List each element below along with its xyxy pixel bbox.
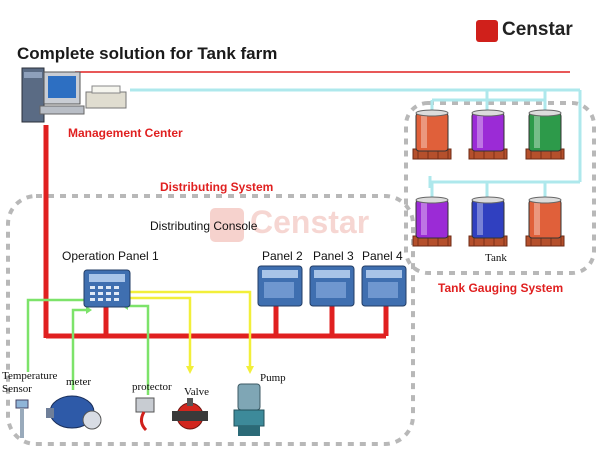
tank-top-2 (468, 109, 508, 160)
protector-label: protector (132, 381, 172, 393)
watermark-text: Censtar (250, 204, 370, 240)
tank-bottom-2 (468, 196, 508, 247)
panel-3 (309, 265, 355, 307)
distributing-console-boundary (6, 194, 415, 446)
tanks-group (412, 109, 565, 247)
panel-3-label: Panel 3 (313, 249, 354, 263)
panel-4-label: Panel 4 (362, 249, 403, 263)
tank-bottom-3 (525, 196, 565, 247)
censtar-logo: Censtar (476, 19, 586, 44)
valve-label: Valve (184, 386, 210, 398)
distributing-console-label: Distributing Console (150, 219, 258, 233)
panel-2-label: Panel 2 (262, 249, 303, 263)
protector-icon (135, 397, 155, 432)
tank-gauging-system-label: Tank Gauging System (438, 281, 564, 295)
valve-icon (172, 398, 208, 430)
logo-text: Censtar (502, 19, 573, 40)
censtar-watermark: Censtar (210, 204, 400, 244)
tank-top-3 (525, 109, 565, 160)
tank-label: Tank (485, 252, 507, 264)
pump-label: Pump (260, 372, 286, 384)
distributing-system-label: Distributing System (160, 180, 274, 194)
tank-gauging-links (130, 88, 582, 197)
meter-label: meter (66, 376, 92, 388)
management-center-label: Management Center (68, 126, 183, 140)
page-title: Complete solution for Tank farm (17, 44, 278, 63)
watermark-logo-icon (210, 208, 244, 242)
temperature-sensor-label-1: Temperature (2, 370, 58, 382)
tank-gauging-boundary (404, 101, 596, 275)
temperature-sensor-icon (15, 399, 29, 438)
panel-4 (361, 265, 407, 307)
operation-panel-1 (83, 269, 131, 308)
operation-panel-1-label: Operation Panel 1 (62, 249, 159, 263)
tank-top-1 (412, 109, 452, 160)
temperature-sensor-label-2: Sensor (2, 383, 32, 395)
meter-icon (46, 395, 102, 430)
censtar-logo-icon (476, 20, 498, 42)
yellow-control-lines (130, 290, 254, 374)
green-signal-lines (26, 296, 150, 395)
pump-icon (233, 383, 265, 436)
red-bus (43, 125, 389, 339)
tank-bottom-1 (412, 196, 452, 247)
computer-icon (21, 67, 85, 123)
printer-icon (85, 85, 127, 109)
panel-2 (257, 265, 303, 307)
